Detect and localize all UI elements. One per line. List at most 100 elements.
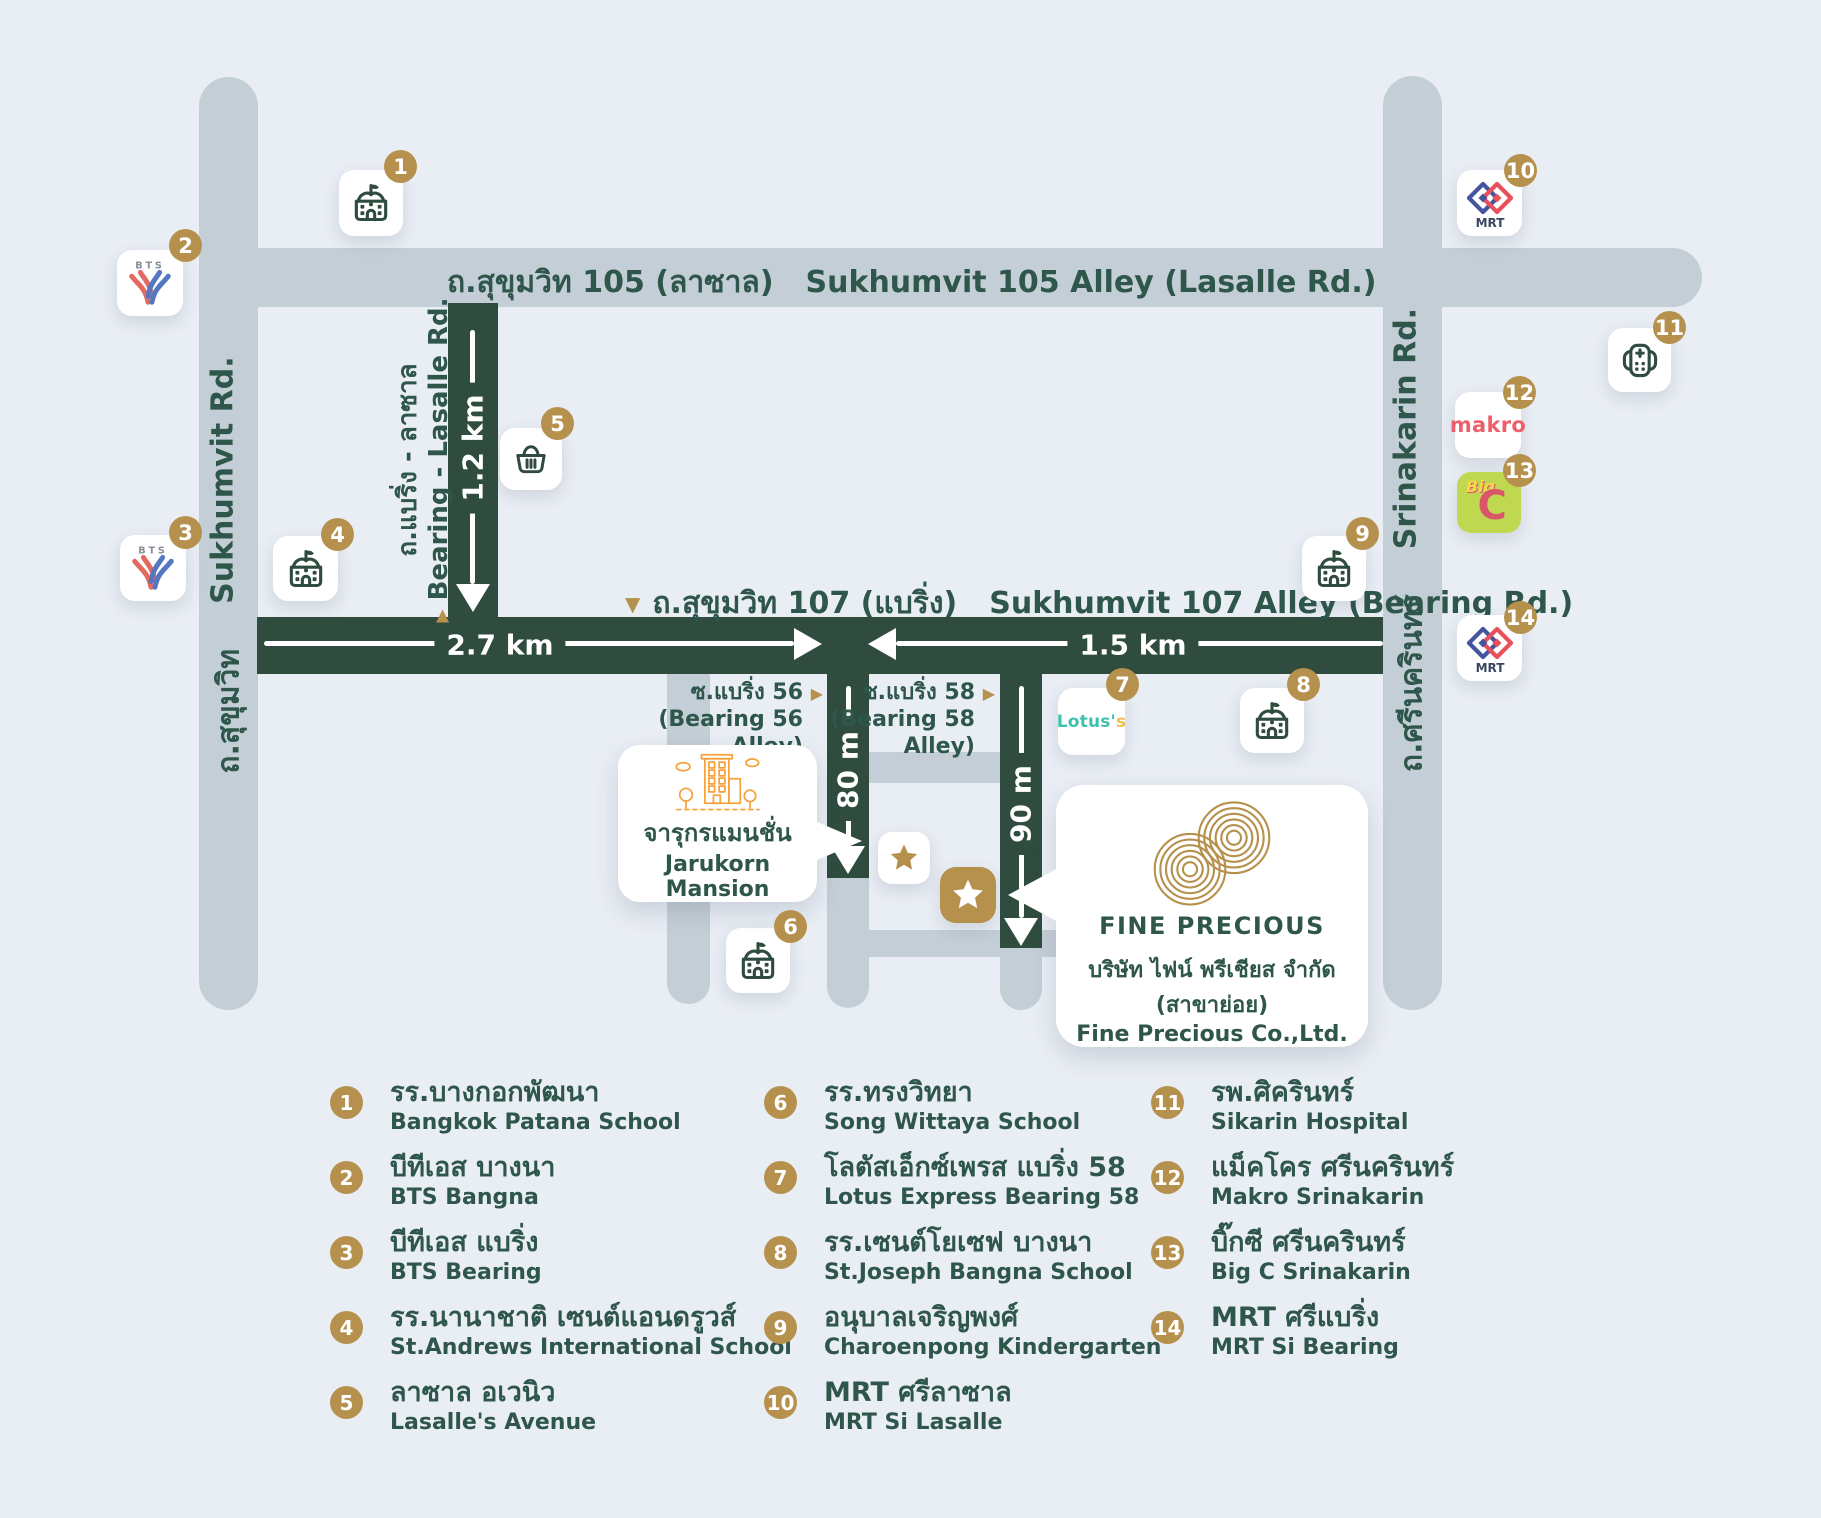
legend-item-10: 10 MRT ศรีลาซาล MRT Si Lasalle <box>764 1377 1012 1436</box>
marker-badge-12: 12 <box>1503 376 1536 409</box>
makro-logo: makro <box>1449 413 1527 437</box>
label-bearing-lasalle-thai: ถ.แบริ่ง - ลาซาล <box>392 363 423 557</box>
star-icon <box>950 877 986 913</box>
marker-badge-2: 2 <box>169 229 202 262</box>
legend-badge-10: 10 <box>764 1386 797 1419</box>
legend-english-6: Song Wittaya School <box>824 1110 1081 1136</box>
legend-thai-11: รพ.ศิครินทร์ <box>1211 1077 1355 1108</box>
lotus-wordmark: Lotus' <box>1056 711 1116 732</box>
legend-item-7: 7 โลตัสเอ็กซ์เพรส แบริ่ง 58 Lotus Expres… <box>764 1152 1140 1211</box>
shopping-basket-icon <box>510 438 552 480</box>
legend-thai-13: บิ๊กซี ศรีนครินทร์ <box>1211 1227 1406 1258</box>
legend-item-5: 5 ลาซาล อเวนิว Lasalle's Avenue <box>330 1377 597 1436</box>
legend-badge-12: 12 <box>1151 1161 1184 1194</box>
marker-card-bts-bearing <box>120 535 186 601</box>
fine-precious-english: Fine Precious Co.,Ltd. <box>1076 1022 1348 1047</box>
label-sukhumvit-105-thai: ถ.สุขุมวิท 105 (ลาซาล) <box>447 265 774 300</box>
label-sukhumvit-105: ถ.สุขุมวิท 105 (ลาซาล) Sukhumvit 105 All… <box>447 259 1376 306</box>
legend-item-3: 3 บีทีเอส แบริ่ง BTS Bearing <box>330 1227 542 1286</box>
fine-precious-callout-pointer <box>1008 868 1058 922</box>
school-icon <box>736 939 780 983</box>
distance-2-7km: 2.7 km <box>434 626 566 664</box>
marker-badge-6: 6 <box>774 910 807 943</box>
legend-badge-3: 3 <box>330 1236 363 1269</box>
school-icon <box>1250 699 1294 743</box>
jarukorn-thai: จารุกรแมนชั่น <box>643 819 792 847</box>
jarukorn-english: Jarukorn Mansion <box>664 852 771 902</box>
legend-thai-2: บีทีเอส บางนา <box>390 1152 556 1183</box>
marker-badge-14: 14 <box>1504 601 1537 634</box>
arrowhead-2-7km <box>794 628 822 660</box>
legend-english-8: St.Joseph Bangna School <box>824 1260 1133 1286</box>
jarukorn-callout-pointer <box>810 819 862 863</box>
label-sukhumvit-english: Sukhumvit Rd. <box>205 356 241 604</box>
legend-item-6: 6 รร.ทรงวิทยา Song Wittaya School <box>764 1077 1081 1136</box>
legend-badge-7: 7 <box>764 1161 797 1194</box>
fine-precious-callout: FINE PRECIOUS บริษัท ไฟน์ พรีเชียส จำกัด… <box>1056 785 1368 1047</box>
legend-thai-7: โลตัสเอ็กซ์เพรส แบริ่ง 58 <box>824 1152 1126 1183</box>
legend-english-10: MRT Si Lasalle <box>824 1410 1003 1436</box>
legend-thai-5: ลาซาล อเวนิว <box>390 1377 556 1408</box>
triangle-right-icon: ▶ <box>982 684 995 703</box>
label-soi56-english1: (Bearing 56 <box>658 706 803 732</box>
road-sukhumvit <box>199 77 258 1010</box>
legend-english-3: BTS Bearing <box>390 1260 542 1286</box>
arrowhead-1-2km <box>456 584 490 612</box>
legend-english-14: MRT Si Bearing <box>1211 1335 1399 1361</box>
road-connector-upper <box>869 752 1000 783</box>
school-icon <box>284 547 328 591</box>
marker-badge-8: 8 <box>1287 668 1320 701</box>
legend-english-13: Big C Srinakarin <box>1211 1260 1411 1286</box>
distance-1-2km: 1.2 km <box>454 382 492 514</box>
label-bearing-lasalle-english-line: ▶ Bearing - Lasalle Rd. <box>424 297 455 622</box>
legend-badge-4: 4 <box>330 1311 363 1344</box>
hospital-icon <box>1618 338 1662 382</box>
jarukorn-mansion-callout: จารุกรแมนชั่น Jarukorn Mansion <box>618 745 817 902</box>
big-c-big: Big <box>1466 477 1496 496</box>
legend-item-8: 8 รร.เซนต์โยเซฟ บางนา St.Joseph Bangna S… <box>764 1227 1133 1286</box>
label-soi56-thai: ซ.แบริ่ง 56 <box>690 680 804 705</box>
mrt-logo-icon <box>1464 177 1516 229</box>
marker-card-lotus-express: Lotus's <box>1057 688 1127 755</box>
legend-english-9: Charoenpong Kindergarten <box>824 1335 1162 1361</box>
legend-english-1: Bangkok Patana School <box>390 1110 681 1136</box>
marker-badge-1: 1 <box>384 150 417 183</box>
mrt-logo-icon <box>1464 622 1516 674</box>
label-bearing-lasalle-road: ถ.แบริ่ง - ลาซาล ▶ Bearing - Lasalle Rd. <box>393 297 455 622</box>
legend-badge-9: 9 <box>764 1311 797 1344</box>
legend-item-11: 11 รพ.ศิครินทร์ Sikarin Hospital <box>1151 1077 1409 1136</box>
legend-english-7: Lotus Express Bearing 58 <box>824 1185 1140 1211</box>
label-soi58-english2: Alley) <box>903 733 975 759</box>
label-soi58-english1: (Bearing 58 <box>830 706 975 732</box>
bts-logo-icon <box>128 543 178 593</box>
legend-thai-10: MRT ศรีลาซาล <box>824 1377 1012 1408</box>
label-soi58-thai: ซ.แบริ่ง 58 <box>862 680 976 705</box>
lotus-s: s <box>1115 711 1127 732</box>
road-sukhumvit-105 <box>205 248 1702 307</box>
legend-thai-12: แม็คโคร ศรีนครินทร์ <box>1211 1152 1455 1183</box>
legend-item-4: 4 รร.นานาชาติ เซนต์แอนดรูวส์ St.Andrews … <box>330 1302 792 1361</box>
marker-badge-13: 13 <box>1503 454 1536 487</box>
marker-badge-5: 5 <box>541 407 574 440</box>
fine-precious-thai: บริษัท ไฟน์ พรีเชียส จำกัด (สาขาย่อย) <box>1088 958 1336 1018</box>
distance-90m: 90 m <box>1002 753 1040 855</box>
lotus-logo: Lotus's <box>1057 712 1127 732</box>
legend-thai-14: MRT ศรีแบริ่ง <box>1211 1302 1380 1333</box>
triangle-down-icon: ▼ <box>625 591 641 616</box>
legend-badge-5: 5 <box>330 1386 363 1419</box>
label-soi-bearing-58: ซ.แบริ่ง 58 ▶ (Bearing 58 Alley) <box>795 680 995 760</box>
marker-badge-10: 10 <box>1504 154 1537 187</box>
fine-precious-logo <box>1124 797 1300 910</box>
legend-english-11: Sikarin Hospital <box>1211 1110 1409 1136</box>
legend-thai-6: รร.ทรงวิทยา <box>824 1077 973 1108</box>
legend-badge-2: 2 <box>330 1161 363 1194</box>
arrowhead-1-5km <box>868 628 896 660</box>
legend-badge-11: 11 <box>1151 1086 1184 1119</box>
distance-1-5km: 1.5 km <box>1067 626 1199 664</box>
marker-card-bts-bangna <box>117 250 183 316</box>
label-sukhumvit-road: ถ.สุขุมวิท Sukhumvit Rd. <box>206 356 253 773</box>
legend-english-5: Lasalle's Avenue <box>390 1410 597 1436</box>
school-icon <box>1312 547 1356 591</box>
fine-precious-star-card <box>940 867 996 923</box>
legend-english-4: St.Andrews International School <box>390 1335 792 1361</box>
